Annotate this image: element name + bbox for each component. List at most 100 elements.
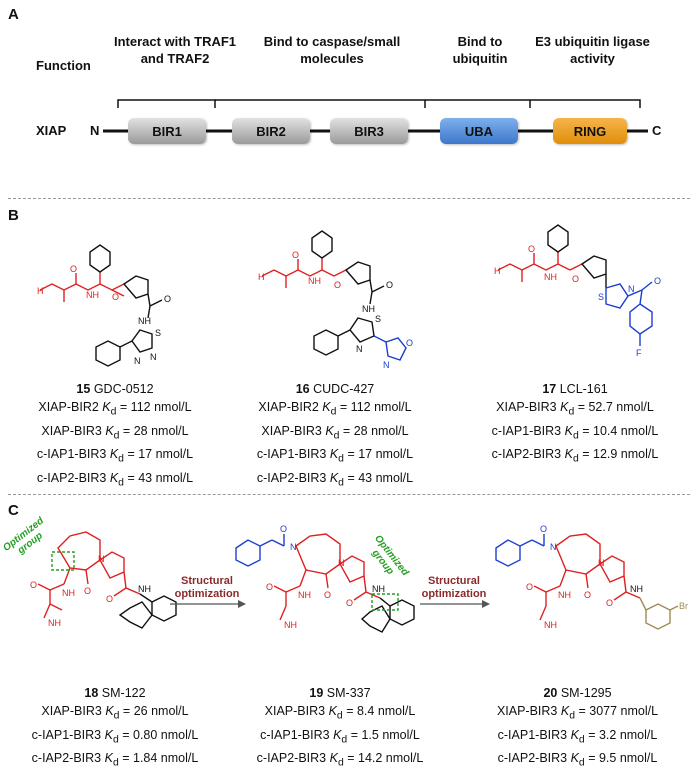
svg-text:O: O bbox=[584, 590, 591, 600]
divider-bc bbox=[8, 494, 690, 495]
function-1: Interact with TRAF1 and TRAF2 bbox=[113, 34, 237, 66]
svg-text:O: O bbox=[654, 276, 661, 286]
svg-text:N: N bbox=[383, 360, 390, 370]
svg-text:N: N bbox=[150, 352, 157, 362]
caption-20: 20 SM-1295 XIAP-BIR3 Kd = 3077 nmol/L c-… bbox=[470, 684, 685, 773]
svg-text:NH: NH bbox=[558, 590, 571, 600]
svg-text:N: N bbox=[134, 356, 141, 366]
svg-text:O: O bbox=[572, 274, 579, 284]
function-3: Bind to ubiquitin bbox=[452, 34, 508, 66]
kd-line: XIAP-BIR3 Kd = 3077 nmol/L bbox=[496, 704, 659, 722]
svg-text:NH: NH bbox=[372, 584, 385, 594]
caption-19: 19 SM-337 XIAP-BIR3 Kd = 8.4 nmol/L c-IA… bbox=[235, 684, 445, 773]
caption-17: 17 LCL-161 XIAP-BIR3 Kd = 52.7 nmol/L c-… bbox=[465, 380, 685, 469]
svg-text:O: O bbox=[346, 598, 353, 608]
kd-line: XIAP-BIR3 Kd = 26 nmol/L bbox=[41, 704, 189, 722]
kd-line: XIAP-BIR3 Kd = 28 nmol/L bbox=[41, 423, 189, 442]
svg-text:Br: Br bbox=[679, 601, 688, 611]
svg-text:O: O bbox=[334, 280, 341, 290]
function-label: Function bbox=[36, 58, 91, 73]
svg-text:N: N bbox=[290, 542, 297, 552]
function-4: E3 ubiquitin ligase activity bbox=[535, 34, 650, 66]
kd-line: c-IAP1-BIR3 Kd = 10.4 nmol/L bbox=[491, 423, 659, 442]
svg-text:O: O bbox=[112, 292, 119, 302]
svg-text:S: S bbox=[598, 292, 604, 302]
svg-text:O: O bbox=[164, 294, 171, 304]
svg-text:H: H bbox=[494, 266, 501, 276]
kd-line: XIAP-BIR3 Kd = 28 nmol/L bbox=[261, 423, 409, 442]
svg-text:NH: NH bbox=[48, 618, 61, 628]
panel-a-letter: A bbox=[8, 6, 19, 23]
svg-text:NH: NH bbox=[308, 276, 321, 286]
svg-text:NH: NH bbox=[138, 584, 151, 594]
domain-bir1: BIR1 bbox=[128, 118, 206, 144]
svg-text:NH: NH bbox=[284, 620, 297, 630]
svg-text:O: O bbox=[528, 244, 535, 254]
svg-text:N: N bbox=[356, 344, 363, 354]
svg-text:N: N bbox=[98, 554, 105, 564]
caption-16: 16 CUDC-427 XIAP-BIR2 Kd = 112 nmol/L XI… bbox=[230, 380, 440, 492]
svg-text:O: O bbox=[106, 594, 113, 604]
atom-nh-15a: H bbox=[37, 286, 44, 296]
kd-line: c-IAP2-BIR3 Kd = 9.5 nmol/L bbox=[497, 751, 658, 769]
kd-line: c-IAP1-BIR3 Kd = 0.80 nmol/L bbox=[31, 727, 199, 746]
kd-line: c-IAP1-BIR3 Kd = 17 nmol/L bbox=[256, 447, 414, 465]
svg-text:NH: NH bbox=[544, 272, 557, 282]
svg-text:NH: NH bbox=[362, 304, 375, 314]
svg-text:NH: NH bbox=[298, 590, 311, 600]
svg-text:O: O bbox=[324, 590, 331, 600]
svg-text:N: N bbox=[550, 542, 557, 552]
arrow-2-label: Structural optimization bbox=[421, 575, 487, 600]
kd-line: c-IAP1-BIR3 Kd = 3.2 nmol/L bbox=[497, 727, 658, 746]
kd-line: c-IAP2-BIR3 Kd = 14.2 nmol/L bbox=[256, 751, 424, 769]
svg-text:S: S bbox=[155, 328, 161, 338]
kd-line: XIAP-BIR3 Kd = 8.4 nmol/L bbox=[264, 704, 416, 722]
kd-line: c-IAP2-BIR3 Kd = 43 nmol/L bbox=[256, 470, 414, 489]
svg-text:N: N bbox=[628, 284, 635, 294]
svg-text:O: O bbox=[84, 586, 91, 596]
svg-text:N: N bbox=[598, 558, 605, 568]
svg-text:F: F bbox=[636, 348, 642, 358]
svg-text:N: N bbox=[338, 558, 345, 568]
panel-b-letter: B bbox=[8, 207, 19, 224]
kd-line: XIAP-BIR2 Kd = 112 nmol/L bbox=[258, 400, 412, 418]
svg-text:NH: NH bbox=[544, 620, 557, 630]
svg-text:O: O bbox=[30, 580, 37, 590]
n-terminus: N bbox=[90, 123, 100, 138]
domain-bir3: BIR3 bbox=[330, 118, 408, 144]
c-terminus: C bbox=[652, 123, 662, 138]
kd-line: c-IAP1-BIR3 Kd = 1.5 nmol/L bbox=[260, 727, 420, 746]
kd-line: c-IAP2-BIR3 Kd = 12.9 nmol/L bbox=[491, 447, 659, 465]
svg-text:O: O bbox=[406, 338, 413, 348]
svg-text:NH: NH bbox=[62, 588, 75, 598]
svg-text:O: O bbox=[526, 582, 533, 592]
caption-18: 18 SM-122 XIAP-BIR3 Kd = 26 nmol/L c-IAP… bbox=[10, 684, 220, 773]
svg-text:S: S bbox=[375, 314, 381, 324]
domain-ring: RING bbox=[553, 118, 627, 144]
kd-line: c-IAP2-BIR3 Kd = 1.84 nmol/L bbox=[31, 751, 199, 769]
arrow-1-label: Structural optimization bbox=[174, 575, 240, 600]
svg-text:O: O bbox=[70, 264, 77, 274]
function-2: Bind to caspase/small molecules bbox=[263, 34, 401, 66]
svg-text:NH: NH bbox=[630, 584, 643, 594]
kd-line: XIAP-BIR3 Kd = 52.7 nmol/L bbox=[496, 400, 654, 418]
svg-text:O: O bbox=[266, 582, 273, 592]
svg-text:NH: NH bbox=[86, 290, 99, 300]
domain-bir2: BIR2 bbox=[232, 118, 310, 144]
svg-text:O: O bbox=[540, 524, 547, 534]
svg-text:O: O bbox=[386, 280, 393, 290]
domain-uba: UBA bbox=[440, 118, 518, 144]
svg-text:O: O bbox=[292, 250, 299, 260]
xiap-label: XIAP bbox=[36, 123, 67, 138]
kd-line: XIAP-BIR2 Kd = 112 nmol/L bbox=[38, 400, 192, 418]
svg-text:O: O bbox=[280, 524, 287, 534]
svg-text:NH: NH bbox=[138, 316, 151, 326]
kd-line: c-IAP1-BIR3 Kd = 17 nmol/L bbox=[36, 447, 194, 465]
